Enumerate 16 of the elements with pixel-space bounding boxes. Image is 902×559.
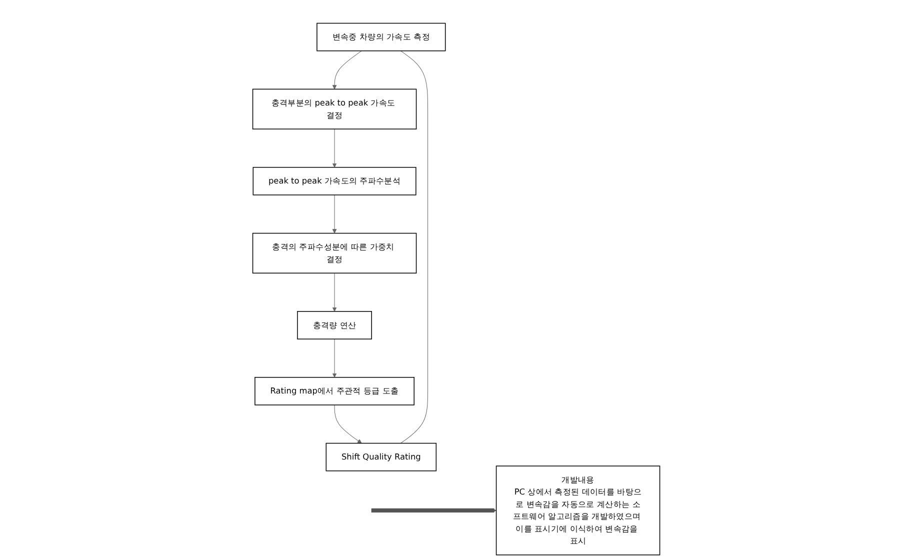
node-box: 충격의 주파수성분에 따른 가중치 결정 — [252, 232, 418, 274]
node-box: Rating map에서 주관적 등급 도출 — [255, 376, 415, 406]
arrow — [372, 508, 497, 513]
node-box: 충격량 연산 — [298, 311, 372, 340]
node-box: 개발내용 PC 상에서 측정된 데이터를 바탕으로 변속감을 자동으로 계산하는 소프트웨어 알고리즘을 개발하였으며 이를 표시기에 이식하여 변속감을 표시 — [496, 466, 661, 556]
node-box: Shift Quality Rating — [326, 442, 437, 472]
node-box: peak to peak 가속도의 주파수분석 — [253, 166, 417, 196]
connector — [400, 50, 428, 444]
arrow — [334, 404, 362, 444]
arrow — [332, 272, 338, 312]
arrow — [332, 338, 338, 378]
node-box: 변속중 차량의 가속도 측정 — [317, 22, 446, 52]
arrow — [332, 128, 338, 168]
arrow — [332, 194, 338, 234]
node-box: 충격부분의 peak to peak 가속도 결정 — [252, 88, 418, 130]
arrow — [332, 50, 362, 90]
